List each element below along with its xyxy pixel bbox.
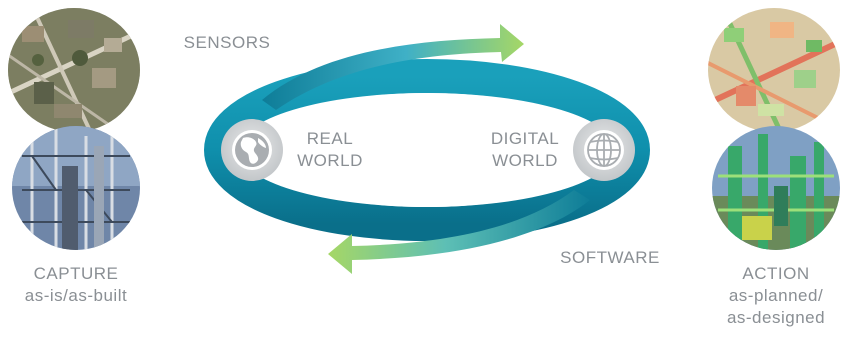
software-label: SOFTWARE bbox=[560, 248, 660, 267]
real-world-label: REAL WORLD bbox=[290, 128, 370, 172]
wireframe-globe-icon bbox=[587, 133, 621, 167]
sensors-arrow bbox=[262, 24, 524, 110]
software-arrow bbox=[328, 190, 590, 274]
aerial-city-photo bbox=[8, 8, 140, 132]
digital-world-line1: DIGITAL bbox=[490, 129, 560, 148]
colorized-map-photo bbox=[708, 8, 840, 132]
digital-world-label: DIGITAL WORLD bbox=[480, 128, 570, 172]
capture-title: CAPTURE bbox=[33, 264, 119, 283]
sensors-label: SENSORS bbox=[183, 33, 271, 52]
capture-label: CAPTURE as-is/as-built bbox=[0, 263, 152, 307]
digital-world-line2: WORLD bbox=[492, 151, 558, 170]
real-world-line1: REAL bbox=[306, 129, 354, 148]
action-subtitle-line2: as-designed bbox=[726, 308, 826, 327]
action-label: ACTION as-planned/ as-designed bbox=[700, 263, 852, 329]
action-title: ACTION bbox=[742, 264, 810, 283]
plant-model-render bbox=[712, 126, 840, 250]
industrial-structure-photo bbox=[12, 126, 140, 250]
globe-americas-icon bbox=[235, 133, 269, 167]
real-world-line2: WORLD bbox=[297, 151, 363, 170]
capture-subtitle: as-is/as-built bbox=[24, 286, 128, 305]
action-subtitle-line1: as-planned/ bbox=[728, 286, 824, 305]
